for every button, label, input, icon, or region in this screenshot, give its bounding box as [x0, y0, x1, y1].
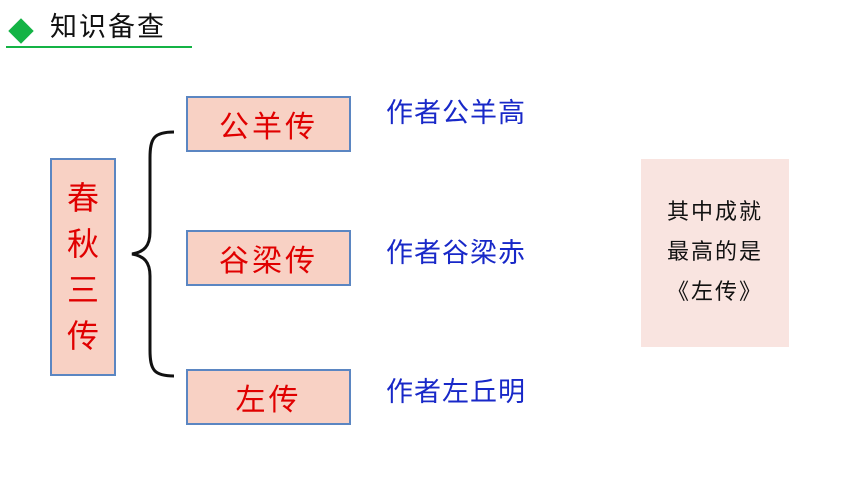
- author-guliang: 作者谷梁赤: [386, 238, 526, 269]
- note-line: 《左传》: [666, 280, 763, 305]
- section-header: 知识备查: [6, 8, 192, 48]
- main-char: 传: [66, 317, 99, 355]
- author-zuozhuan: 作者左丘明: [386, 377, 526, 408]
- item-box-guliang: 谷梁传: [186, 230, 351, 286]
- item-box-gongyang: 公羊传: [186, 96, 351, 152]
- main-char: 春: [66, 179, 99, 217]
- author-gongyang: 作者公羊高: [386, 98, 526, 129]
- note-line: 其中成就: [666, 200, 763, 225]
- note-box: 其中成就 最高的是 《左传》: [641, 159, 789, 347]
- item-title: 谷梁传: [219, 244, 318, 279]
- item-title: 公羊传: [219, 110, 318, 145]
- main-char: 三: [66, 271, 99, 309]
- item-title: 左传: [235, 383, 302, 418]
- note-line: 最高的是: [666, 240, 763, 265]
- chunqiu-sanzhuan-box: 春 秋 三 传: [50, 158, 116, 376]
- item-box-zuozhuan: 左传: [186, 369, 351, 425]
- curly-brace-icon: [131, 130, 175, 378]
- main-char: 秋: [66, 225, 99, 263]
- header-underline: [6, 46, 192, 48]
- diamond-bullet-icon: [8, 18, 34, 44]
- section-title: 知识备查: [50, 12, 166, 43]
